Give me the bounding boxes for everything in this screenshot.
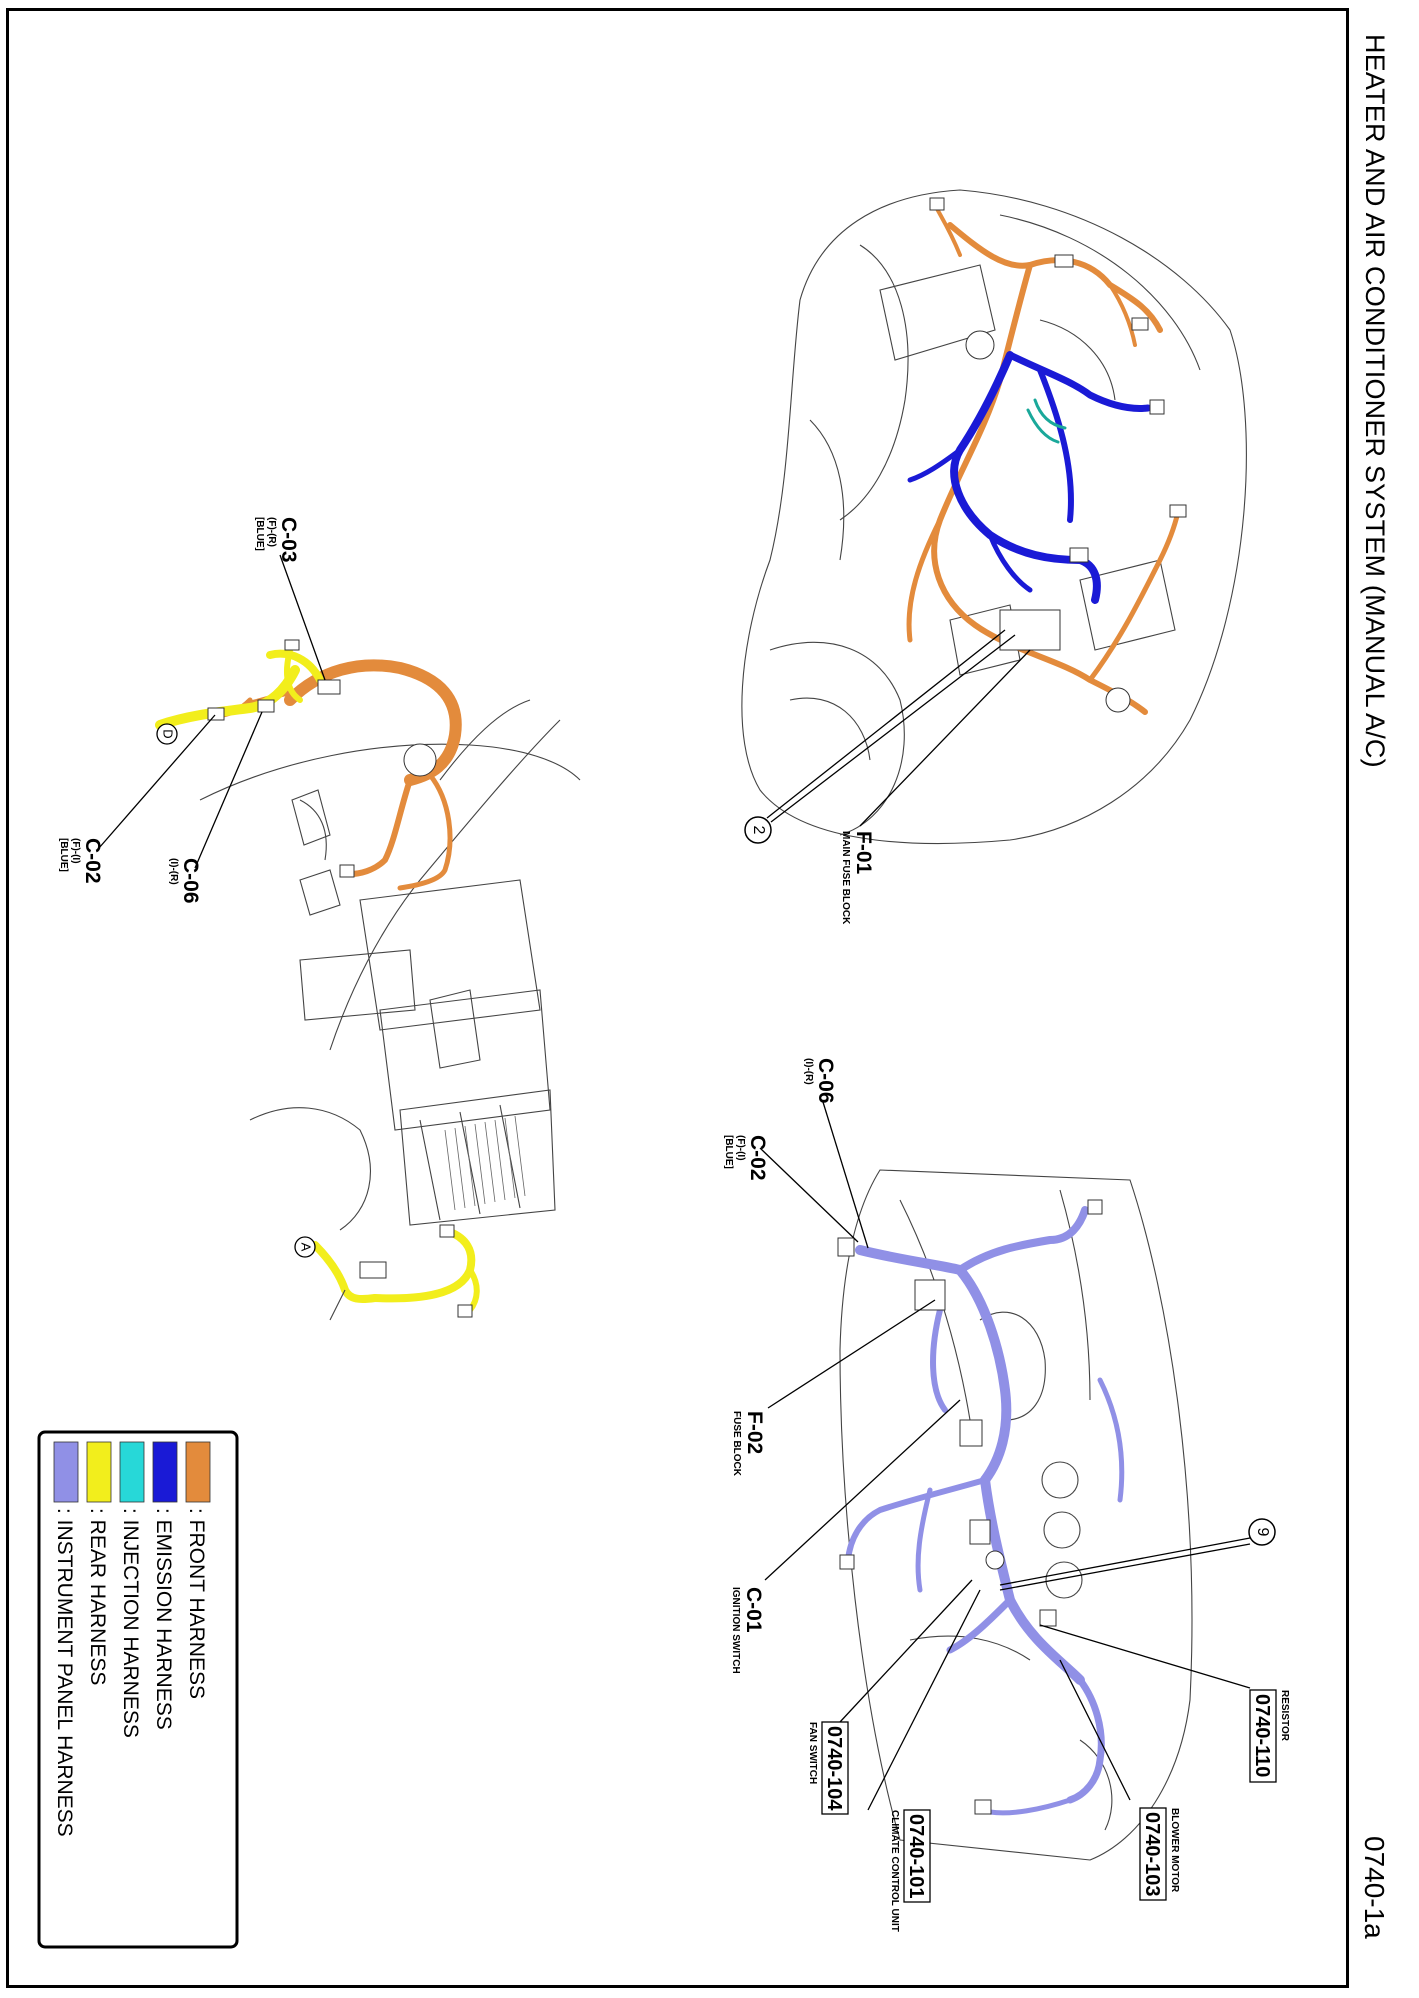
c02-code: C-02 — [81, 838, 104, 884]
harness-legend: : FRONT HARNESS : EMISSION HARNESS : INJEC… — [37, 1430, 239, 1949]
engine-bay-view — [741, 189, 1247, 845]
legend-label: : INJECTION HARNESS — [119, 1508, 142, 1738]
resistor-name: RESISTOR — [1279, 1690, 1290, 1742]
c01-name: IGNITION SWITCH — [730, 1587, 741, 1674]
ground-9-number: 9 — [1254, 1528, 1271, 1537]
legend-swatch — [53, 1441, 79, 1503]
instrument-panel-view — [759, 1101, 1251, 1861]
f01-code: F-01 — [852, 831, 875, 875]
c02-color: [BLUE] — [723, 1135, 734, 1169]
link-a-letter: A — [299, 1243, 314, 1252]
c02-spec: (F)-(I) — [735, 1135, 746, 1161]
legend-swatch — [119, 1441, 145, 1503]
c02-label-right: C-02 (F)-(I) [BLUE] — [723, 1135, 769, 1181]
legend-label: : REAR HARNESS — [86, 1508, 109, 1685]
f02-label: F-02 FUSE BLOCK — [731, 1411, 766, 1477]
blower-motor-label: BLOWER MOTOR 0740-103 — [1139, 1807, 1180, 1901]
rear-harness-pigtail — [311, 1224, 480, 1321]
resistor-label: RESISTOR 0740-110 — [1249, 1689, 1290, 1783]
c06-code: C-06 — [814, 1058, 837, 1104]
ground-2-number: 2 — [750, 826, 767, 835]
c02-label-left: C-02 (F)-(I) [BLUE] — [58, 838, 104, 884]
legend-label: : FRONT HARNESS — [185, 1508, 208, 1699]
c03-color: [BLUE] — [254, 517, 265, 551]
f02-code: F-02 — [743, 1411, 766, 1454]
link-marker-a: A — [294, 1236, 316, 1258]
c01-label: C-01 IGNITION SWITCH — [730, 1587, 765, 1674]
fan-switch-label: 0740-104 FAN SWITCH — [807, 1721, 849, 1815]
c06-label-left: C-06 (I)-(R) — [168, 858, 202, 904]
c03-spec: (F)-(R) — [266, 517, 277, 547]
blower-motor-name: BLOWER MOTOR — [1169, 1808, 1180, 1893]
legend-swatch — [152, 1441, 178, 1503]
fan-switch-name: FAN SWITCH — [807, 1722, 818, 1784]
c06-label-right: C-06 (I)-(R) — [803, 1058, 837, 1104]
pedal-area-view — [98, 554, 581, 1231]
c02-code: C-02 — [746, 1135, 769, 1181]
ground-point-9: 9 — [1248, 1518, 1276, 1546]
f01-label: F-01 MAIN FUSE BLOCK — [840, 831, 875, 925]
legend-label: : EMISSION HARNESS — [152, 1508, 175, 1730]
c06-code: C-06 — [179, 858, 202, 904]
resistor-code: 0740-110 — [1251, 1694, 1273, 1777]
c02-spec: (F)-(I) — [70, 838, 81, 864]
c03-label: C-03 (F)-(R) [BLUE] — [254, 517, 300, 563]
c02-color: [BLUE] — [58, 838, 69, 872]
main-fuse-block-shape — [999, 609, 1061, 651]
ground-point-2: 2 — [744, 816, 772, 844]
legend-label: : INSTRUMENT PANEL HARNESS — [53, 1508, 76, 1837]
fuse-block-shape — [914, 1279, 946, 1311]
climate-control-name: CLIMATE CONTROL UNIT — [889, 1810, 900, 1932]
blower-motor-code: 0740-103 — [1141, 1812, 1163, 1897]
climate-control-label: 0740-101 CLIMATE CONTROL UNIT — [889, 1809, 931, 1932]
legend-swatch — [86, 1441, 112, 1503]
f01-name: MAIN FUSE BLOCK — [840, 831, 851, 925]
c01-code: C-01 — [742, 1587, 765, 1633]
c03-code: C-03 — [277, 517, 300, 563]
link-d-letter: D — [161, 729, 176, 738]
c06-spec: (I)-(R) — [803, 1058, 814, 1085]
c06-spec: (I)-(R) — [168, 858, 179, 885]
f02-name: FUSE BLOCK — [731, 1411, 742, 1477]
link-marker-d: D — [156, 723, 178, 745]
climate-control-code: 0740-101 — [905, 1814, 927, 1899]
diagram-frame — [6, 8, 1349, 1988]
legend-swatch — [185, 1441, 211, 1503]
fan-switch-code: 0740-104 — [823, 1726, 845, 1811]
